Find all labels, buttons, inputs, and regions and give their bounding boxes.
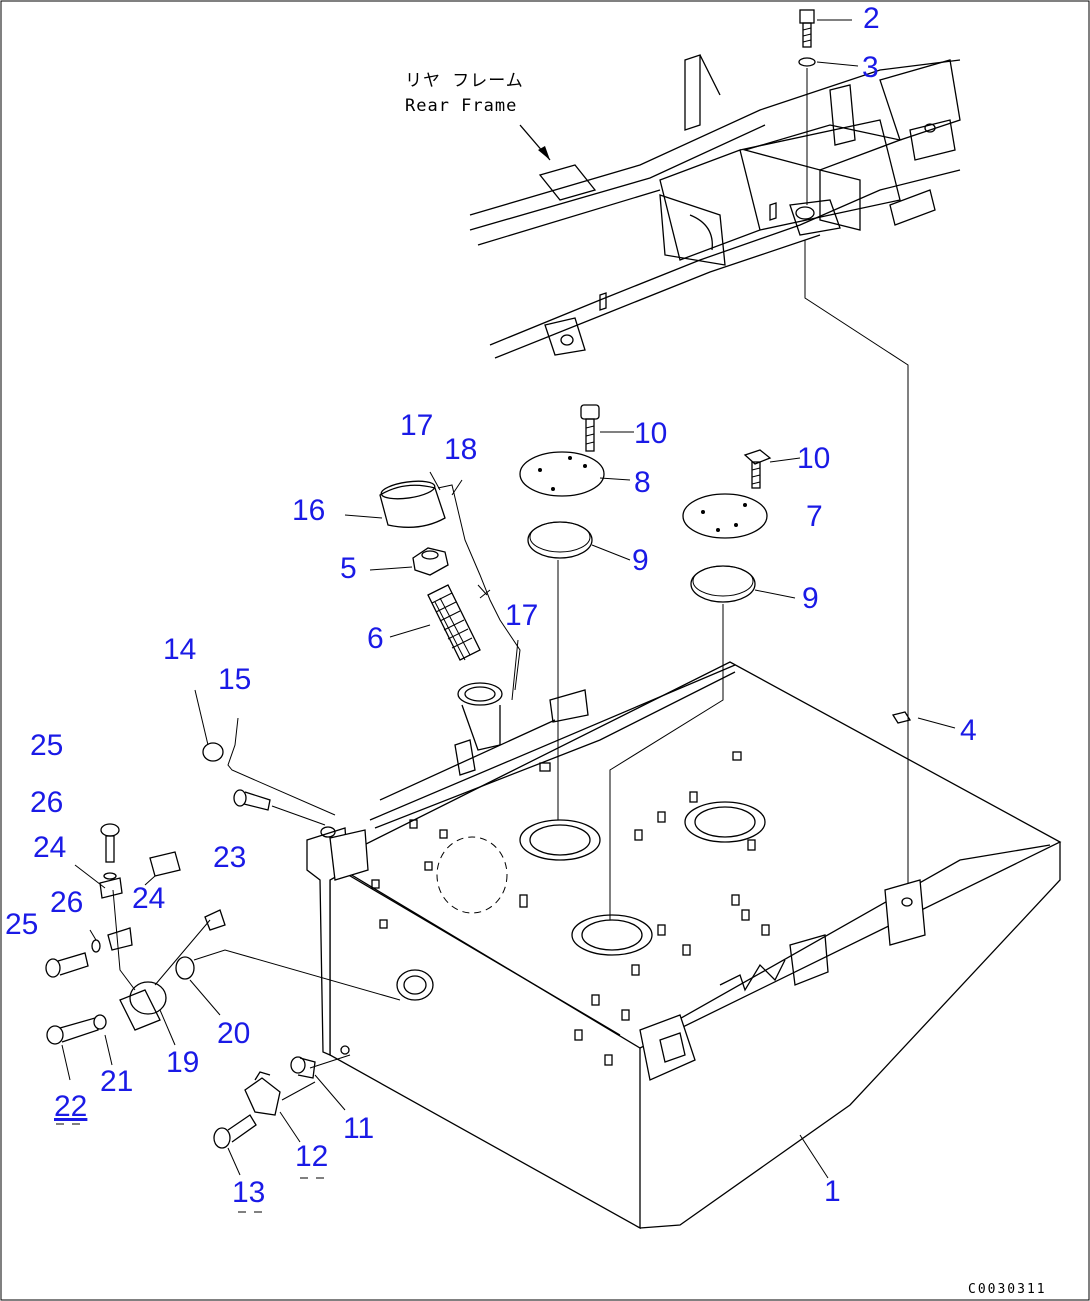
callout-21: 21: [100, 1065, 133, 1098]
drawing-code: C0030311: [968, 1282, 1047, 1297]
bolt-10-right: [743, 449, 772, 489]
callout-18: 18: [444, 433, 477, 466]
washer-3: [798, 57, 816, 67]
bolt-25-upper: [100, 823, 120, 863]
callout-15: 15: [218, 663, 251, 696]
strainer-6: [427, 584, 481, 661]
fuel-tank: [306, 661, 1062, 1230]
callout-1: 1: [824, 1175, 841, 1208]
callout-25-upper: 25: [30, 729, 63, 762]
callout-13: 13: [232, 1176, 265, 1209]
clamp-12: [244, 1071, 281, 1116]
callout-9-right: 9: [802, 582, 819, 615]
callout-17-top: 17: [400, 409, 433, 442]
callout-2: 2: [863, 2, 880, 35]
callout-4: 4: [960, 714, 977, 747]
callout-22: 22: [54, 1090, 87, 1123]
callout-24-right: 24: [132, 882, 165, 915]
callout-7: 7: [806, 500, 823, 533]
callout-20: 20: [217, 1017, 250, 1050]
bolt-10-left: [580, 404, 600, 452]
callout-11: 11: [343, 1112, 374, 1145]
frame-label-english: Rear Frame: [405, 96, 517, 116]
callout-23: 23: [213, 841, 246, 874]
bolt-13: [213, 1114, 257, 1149]
adapter-5: [412, 547, 449, 576]
spacer-21: [93, 1014, 107, 1030]
cover-7: [682, 493, 768, 539]
filler-cap-16: [379, 480, 446, 528]
callout-26-upper: 26: [30, 786, 63, 819]
o-ring-20: [175, 956, 195, 980]
callout-8: 8: [634, 466, 651, 499]
plug-14: [202, 742, 224, 762]
rear-frame-drawing: [469, 54, 961, 359]
callout-6: 6: [367, 622, 384, 655]
callout-12: 12: [295, 1140, 328, 1173]
washer-26-upper: [103, 872, 117, 880]
filler-neck: [457, 682, 503, 751]
bolt-23: [233, 789, 271, 811]
callout-19: 19: [166, 1046, 199, 1079]
bolt-22: [46, 1017, 99, 1045]
callout-16: 16: [292, 494, 325, 527]
fuel-sender-19: [119, 909, 226, 1031]
callout-9-left: 9: [632, 544, 649, 577]
callout-26-lower: 26: [50, 886, 83, 919]
callout-17-lower: 17: [505, 599, 538, 632]
cover-8: [519, 451, 605, 497]
plug-11: [290, 1056, 316, 1079]
washer-26-lower: [91, 939, 101, 953]
bolt-25-lower: [45, 952, 89, 978]
callout-10-left: 10: [634, 417, 667, 450]
callout-5: 5: [340, 552, 357, 585]
callout-24-left: 24: [33, 831, 66, 864]
bolt-2: [799, 9, 815, 48]
callout-10-right: 10: [797, 442, 830, 475]
callout-3: 3: [862, 51, 879, 84]
frame-label-japanese: リヤ フレーム: [405, 71, 524, 91]
callout-14: 14: [163, 633, 196, 666]
callout-25-lower: 25: [5, 908, 38, 941]
